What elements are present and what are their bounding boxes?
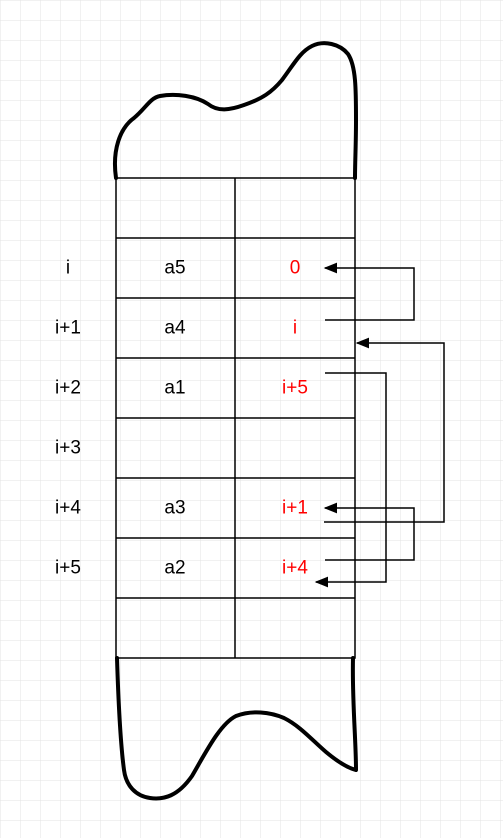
memory-table [115, 177, 356, 659]
key-cell: a3 [164, 498, 185, 519]
memory-bottom-blob [115, 656, 358, 801]
key-column: a5 a4 a1 a3 a2 [164, 258, 186, 579]
link-cell: i+5 [282, 378, 308, 399]
link-column: 0 i i+5 i+1 i+4 [282, 258, 308, 579]
pointer-arrow-i+4-to-i+1 [324, 337, 445, 523]
key-cell: a4 [164, 318, 186, 339]
row-label: i+5 [55, 558, 81, 579]
row-label: i [66, 258, 70, 279]
row-labels: i i+1 i+2 i+3 i+4 i+5 [55, 258, 81, 579]
link-cell: i [293, 318, 297, 339]
pointer-arrow-i+1-to-i [323, 262, 415, 321]
row-label: i+1 [55, 318, 81, 339]
key-cell: a2 [164, 558, 185, 579]
link-cell: i+4 [282, 558, 308, 579]
row-label: i+3 [55, 438, 81, 459]
key-cell: a5 [164, 258, 185, 279]
link-cell: 0 [290, 258, 301, 279]
link-cell: i+1 [282, 498, 308, 519]
pointer-arrow-i+5-to-i+4 [323, 502, 415, 561]
row-label: i+2 [55, 378, 81, 399]
pointer-arrows [314, 262, 445, 588]
row-label: i+4 [55, 498, 81, 519]
memory-top-blob [113, 41, 358, 180]
pointer-arrow-i+2-to-i+5 [314, 372, 387, 588]
key-cell: a1 [164, 378, 185, 399]
